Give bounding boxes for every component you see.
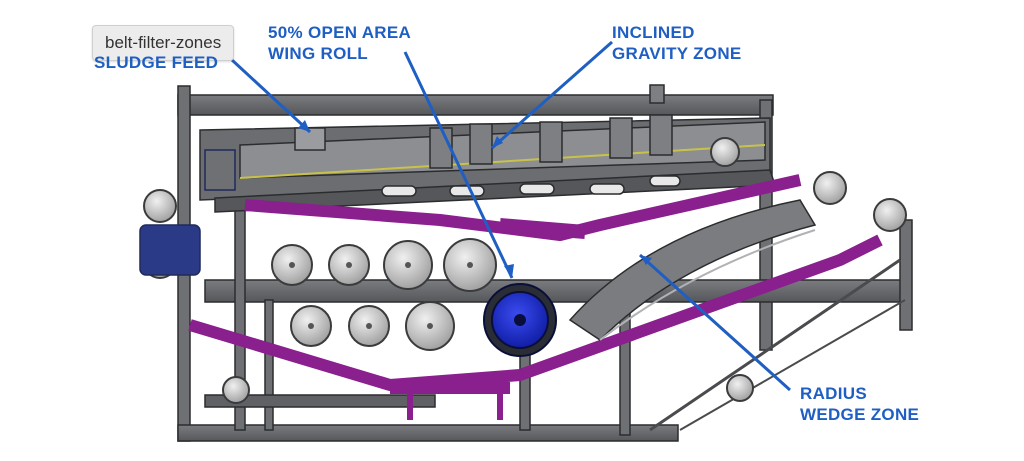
wing-roll (483, 283, 557, 357)
label-wing-roll-line2: WING ROLL (268, 44, 368, 63)
label-sludge-feed: SLUDGE FEED (94, 52, 218, 73)
label-gravity-zone-line1: INCLINED (612, 23, 695, 42)
label-wedge-zone-line2: WEDGE ZONE (800, 405, 920, 424)
drive-unit (139, 149, 236, 276)
radius-wedge-zone (568, 199, 817, 341)
filter-belts (188, 174, 883, 420)
image-title-tooltip: belt-filter-zones (92, 25, 235, 61)
label-wing-roll-line1: 50% OPEN AREA (268, 23, 412, 42)
label-sludge-feed-line1: SLUDGE FEED (94, 53, 219, 72)
label-gravity-zone-line2: GRAVITY ZONE (612, 44, 742, 63)
gravity-zone-deck (199, 84, 777, 213)
leader-lines (230, 40, 792, 392)
label-wedge-zone: RADIUS WEDGE ZONE (800, 383, 919, 425)
label-wedge-zone-line1: RADIUS (800, 384, 867, 403)
label-wing-roll: 50% OPEN AREA WING ROLL (268, 22, 411, 64)
label-gravity-zone: INCLINED GRAVITY ZONE (612, 22, 742, 64)
leader-arrowheads (298, 120, 652, 278)
